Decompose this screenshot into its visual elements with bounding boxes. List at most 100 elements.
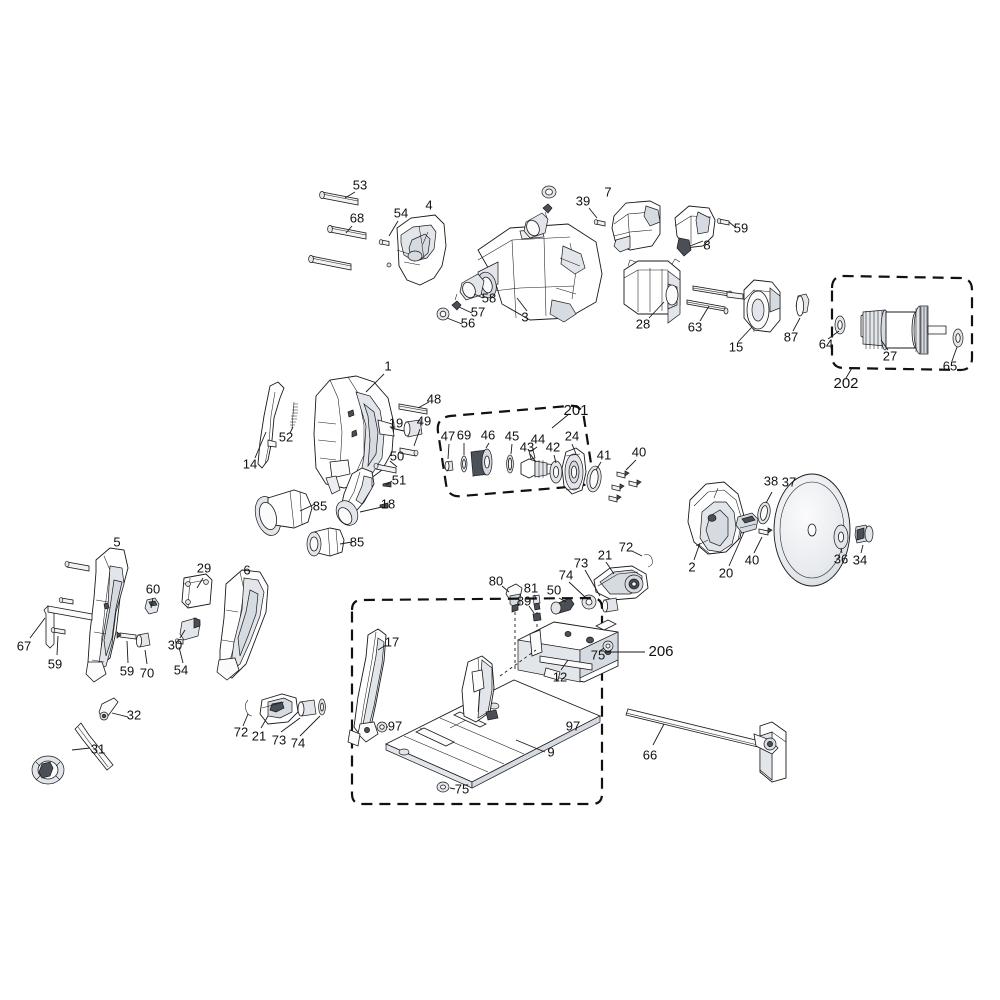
part-6-handle-half (216, 569, 269, 681)
part-47-washer (444, 443, 454, 472)
callout-41: 41 (597, 447, 611, 462)
part-2-lower-guard (687, 481, 745, 561)
callout-43: 43 (520, 439, 534, 454)
callout-80: 80 (489, 573, 503, 588)
part-85-boot-a (254, 489, 316, 536)
callout-72a: 72 (234, 724, 248, 739)
part-57-brush (451, 293, 473, 314)
callout-67: 67 (17, 638, 31, 653)
part-40-screws-a (608, 459, 642, 503)
part-50-pin-b (550, 597, 575, 615)
part-group-lever-lower (242, 693, 326, 737)
part-69-oring (460, 443, 468, 473)
part-50-pin-a (373, 460, 398, 474)
callout-74a: 74 (291, 735, 305, 750)
callout-36: 36 (834, 551, 848, 566)
callout-97a: 97 (388, 718, 402, 733)
part-75-screw-b (436, 781, 456, 793)
callout-57: 57 (471, 304, 485, 319)
callout-12: 12 (553, 669, 567, 684)
part-49-pin (399, 428, 421, 457)
part-39-screw (588, 207, 606, 227)
callout-47: 47 (441, 428, 455, 443)
part-46-gear (470, 442, 493, 477)
part-32-knob (98, 697, 129, 721)
part-97-washer-a (376, 721, 388, 733)
callout-40a: 40 (632, 444, 646, 459)
part-5-handle-half (85, 547, 129, 683)
callout-3: 3 (521, 309, 528, 324)
part-64-bearing (827, 315, 846, 340)
part-12-bracket (499, 619, 619, 683)
assembly-label-206: 206 (648, 643, 673, 660)
part-60-clip (144, 597, 160, 615)
assembly-201-gearbox (436, 404, 594, 498)
part-screw-extra (308, 255, 352, 271)
part-20-clamp (728, 512, 759, 567)
part-29-switch (181, 573, 213, 609)
callout-75a: 75 (591, 647, 605, 662)
part-15-endcap (726, 279, 781, 343)
part-58-brush-holder (459, 273, 485, 301)
callout-50a: 50 (390, 448, 404, 463)
callout-29: 29 (197, 560, 211, 575)
callout-20: 20 (719, 565, 733, 580)
callout-51: 51 (392, 472, 406, 487)
part-67-wrench (29, 605, 93, 649)
callout-15: 15 (729, 339, 743, 354)
callout-54b: 54 (174, 662, 188, 677)
callout-53: 53 (353, 177, 367, 192)
part-21-lever-a (259, 693, 299, 729)
part-28-field (623, 258, 681, 324)
part-1-upper-guard (313, 373, 395, 495)
part-80-knob (501, 583, 523, 670)
part-87-brush-cap (792, 293, 810, 332)
callout-65: 65 (943, 358, 957, 373)
callout-21b: 21 (598, 547, 612, 562)
callout-14: 14 (243, 456, 257, 471)
callout-85b: 85 (350, 534, 364, 549)
callout-52: 52 (279, 429, 293, 444)
part-89-nut (528, 605, 542, 622)
callout-18: 18 (381, 496, 395, 511)
callout-60: 60 (146, 581, 160, 596)
callout-39: 39 (576, 193, 590, 208)
part-36-washer (833, 524, 849, 554)
callout-49: 49 (417, 413, 431, 428)
part-group-brush-top (523, 185, 557, 239)
part-27-armature (860, 305, 947, 355)
part-63-screws (686, 285, 733, 322)
part-56-cap (436, 307, 463, 325)
part-8-housing-cover (674, 205, 716, 257)
callout-48: 48 (427, 391, 441, 406)
callout-73a: 73 (272, 732, 286, 747)
callout-89: 89 (517, 593, 531, 608)
callout-38: 38 (764, 473, 778, 488)
part-screws-59-left (50, 560, 90, 656)
part-45-oring (506, 443, 514, 474)
callout-37: 37 (782, 474, 796, 489)
callout-30: 30 (168, 637, 182, 652)
part-30-connector (179, 617, 201, 641)
part-group-lever-upper (568, 550, 653, 613)
callout-45: 45 (505, 428, 519, 443)
callout-63: 63 (688, 319, 702, 334)
part-19-bushing (390, 419, 423, 438)
callout-81: 81 (524, 580, 538, 595)
leader-3 (516, 297, 528, 312)
part-7-housing-cover (611, 200, 661, 253)
callout-50b: 50 (547, 582, 561, 597)
part-70-bushing (135, 632, 151, 665)
part-17-lever-arm (347, 628, 387, 747)
part-75-screw-a (599, 640, 614, 652)
part-4-rear-guard (396, 214, 447, 286)
part-3-motor-housing (477, 223, 603, 323)
part-42-washer (549, 454, 563, 484)
callout-72b: 72 (619, 539, 633, 554)
callout-70: 70 (140, 665, 154, 680)
part-48-pin (398, 401, 430, 415)
part-72-clip-b (631, 550, 653, 568)
